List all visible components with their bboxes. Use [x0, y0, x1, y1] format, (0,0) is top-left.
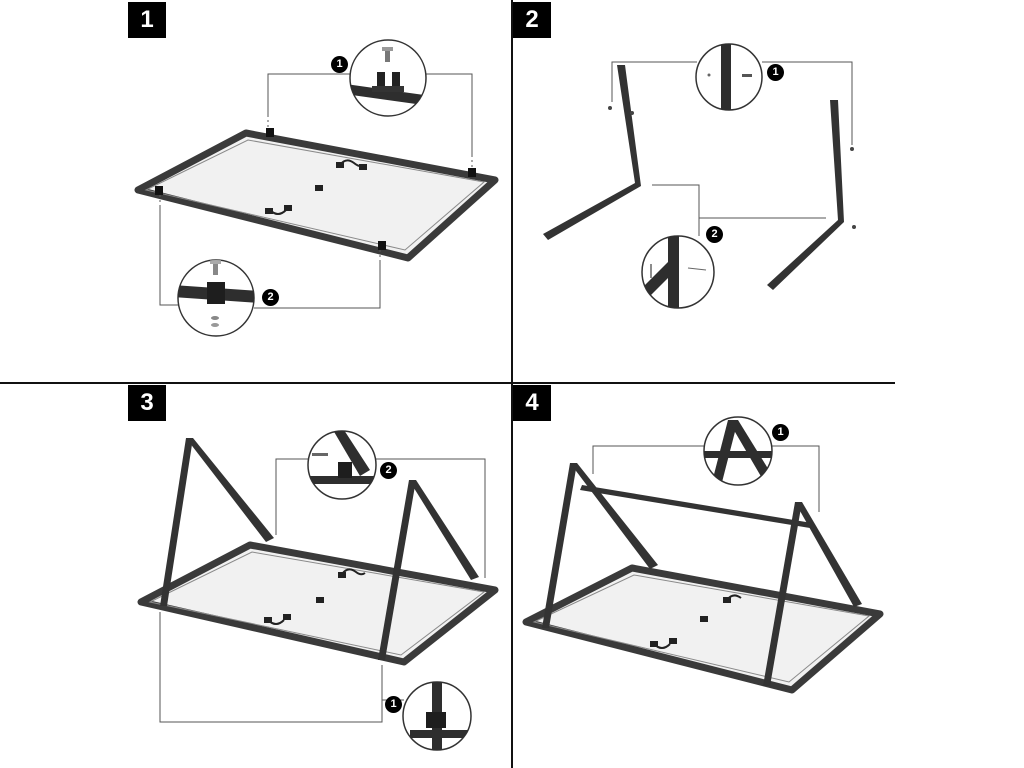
leader-line	[267, 73, 350, 115]
step-2-illustration	[543, 43, 856, 309]
detail-view-leg-joint	[641, 235, 715, 309]
step-4-illustration	[522, 416, 884, 694]
solar-panel	[137, 541, 499, 666]
support-leg	[542, 463, 577, 628]
solar-panel	[134, 129, 499, 262]
step-1-badge: 1	[128, 2, 166, 38]
leader-line	[772, 445, 820, 512]
junction-box	[315, 185, 323, 191]
callout-step1-1: 1	[331, 56, 348, 73]
callout-step1-2: 2	[262, 289, 279, 306]
leader-line	[376, 458, 486, 578]
step-3-illustration	[137, 430, 499, 751]
horizontal-divider	[0, 382, 895, 384]
bracket	[468, 168, 476, 177]
leader-line	[159, 205, 178, 306]
detail-view-bracket-top	[349, 39, 427, 117]
support-leg	[409, 480, 479, 580]
vertical-divider	[511, 0, 513, 768]
leader-line	[611, 61, 697, 102]
detail-view-cross-bar	[703, 416, 773, 486]
leader-line	[426, 73, 473, 155]
step-3-badge: 3	[128, 385, 166, 421]
leader-line	[762, 61, 853, 145]
leader-line	[159, 612, 383, 723]
leader-line	[254, 262, 381, 309]
leader-line	[275, 458, 308, 535]
support-leg	[378, 480, 416, 660]
detail-view-leg-screw	[695, 43, 763, 111]
callout-step4-1: 1	[772, 424, 789, 441]
bracket	[266, 128, 274, 137]
leader-line	[592, 445, 704, 474]
detail-view-leg-hinge	[307, 430, 377, 500]
callout-step2-2: 2	[706, 226, 723, 243]
callout-step2-1: 1	[767, 64, 784, 81]
detail-view-leg-base	[402, 681, 472, 751]
cross-bar	[580, 485, 812, 528]
support-leg	[543, 65, 641, 240]
bracket	[378, 241, 386, 250]
leader-line	[652, 184, 700, 236]
junction-box	[700, 616, 708, 622]
bracket	[155, 186, 163, 195]
detail-view-bracket-bottom	[177, 259, 255, 337]
callout-step3-1: 1	[385, 696, 402, 713]
support-leg	[160, 438, 193, 606]
support-leg	[570, 463, 658, 569]
support-leg	[767, 100, 844, 290]
step-1-illustration	[134, 39, 499, 337]
cable-connector	[341, 568, 366, 576]
support-leg	[186, 438, 274, 542]
callout-step3-2: 2	[380, 462, 397, 479]
support-leg	[795, 502, 862, 607]
solar-panel	[522, 564, 884, 694]
support-leg	[763, 502, 802, 686]
junction-box	[316, 597, 324, 603]
step-4-badge: 4	[513, 385, 551, 421]
step-2-badge: 2	[513, 2, 551, 38]
